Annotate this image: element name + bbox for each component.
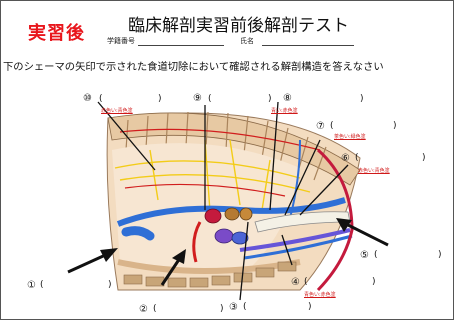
label-8-close: ) [360,94,364,104]
hint-7: 茶色い:緑色塗 [334,133,366,140]
label-3-close: ) [308,302,312,312]
label-9-open: ( [208,94,212,104]
label-4-open: ( [304,277,308,287]
label-1-open: ( [40,280,44,290]
label-1-close: ) [108,280,112,290]
label-2: ② [139,304,148,315]
label-7-open: ( [330,121,334,131]
label-10-close: ) [158,94,162,104]
label-3: ③ [229,302,238,313]
label-4-close: ) [372,277,376,287]
label-9: ⑨ [193,93,202,104]
label-3-open: ( [243,302,247,312]
label-4: ④ [291,277,300,288]
label-2-close: ) [220,304,224,314]
hint-4: 青色い:赤色塗 [304,291,336,298]
hint-10: 赤色い:青色塗 [101,107,133,114]
label-1: ① [27,280,36,291]
label-7-close: ) [393,121,397,131]
label-5-close: ) [438,250,442,260]
label-5-open: ( [374,250,378,260]
label-6-open: ( [355,153,359,163]
label-10-open: ( [99,94,103,104]
label-6: ⑥ [341,153,350,164]
label-9-close: ) [268,94,272,104]
label-2-open: ( [153,304,157,314]
label-7: ⑦ [316,121,325,132]
hint-8: 青い:赤色塗 [271,107,298,114]
label-10: ⑩ [83,93,92,104]
hint-6: 赤色い:青色塗 [358,167,390,174]
label-8: ⑧ [283,93,292,104]
label-5: ⑤ [360,250,369,261]
label-6-close: ) [422,153,426,163]
